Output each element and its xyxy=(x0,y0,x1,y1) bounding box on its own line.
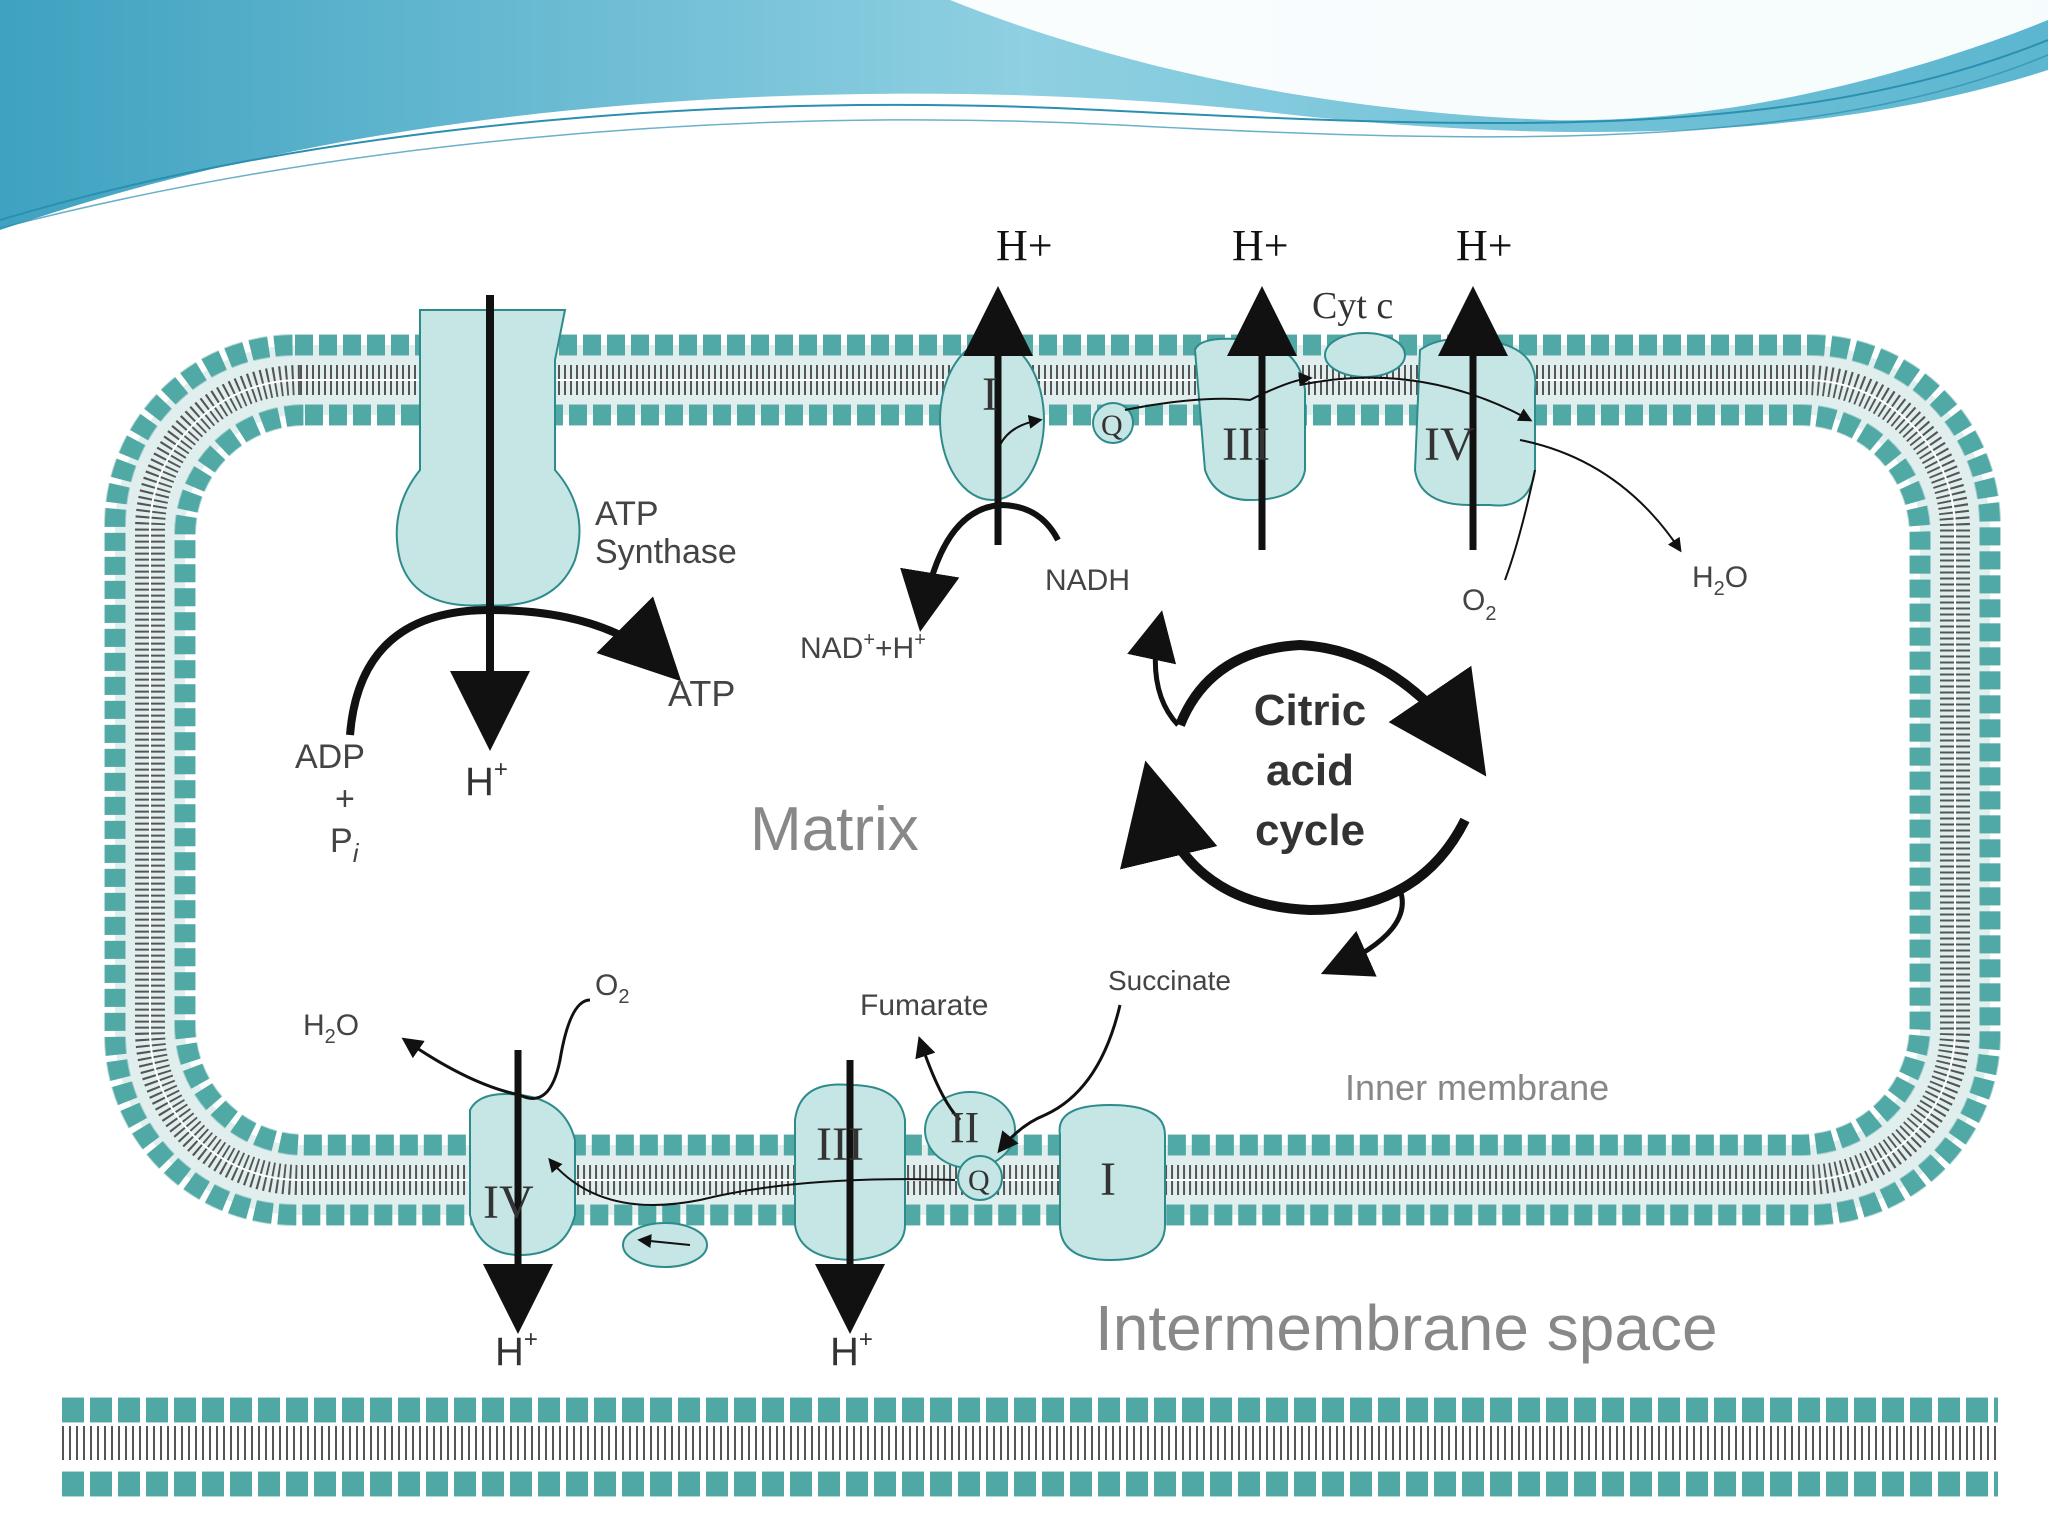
o2-top-label: O2 xyxy=(1462,584,1496,625)
h-plus-bottom-1: H+ xyxy=(495,1326,538,1374)
atp-synthase-label-2: Synthase xyxy=(595,533,737,571)
q-top xyxy=(1092,402,1134,444)
svg-text:H2O: H2O xyxy=(1692,561,1748,600)
matrix-label: Matrix xyxy=(750,795,919,864)
complex-I-top-label: I xyxy=(982,368,998,421)
intermembrane-space-label: Intermembrane space xyxy=(1095,1292,1718,1364)
atp-synthase-label-1: ATP xyxy=(595,495,659,533)
atp-label: ATP xyxy=(668,673,735,714)
inner-membrane xyxy=(104,334,2001,1226)
citric-label-3: cycle xyxy=(1255,806,1365,855)
top-complexes xyxy=(900,286,1682,632)
pi-label: Pi xyxy=(330,822,360,868)
inner-membrane-label: Inner membrane xyxy=(1345,1067,1609,1108)
nad-plus-label: NAD++H+ xyxy=(800,629,926,665)
complex-III-bottom-label: III xyxy=(816,1118,864,1171)
adp-plus: + xyxy=(335,780,355,818)
complex-I-bottom-label: I xyxy=(1100,1153,1116,1206)
top-h-plus-2: H+ xyxy=(1232,221,1289,270)
complex-IV-bottom-label: IV xyxy=(483,1176,534,1229)
o2-bottom-label: O2 xyxy=(595,969,629,1008)
citric-label-1: Citric xyxy=(1254,686,1366,735)
complex-II-bottom-label: II xyxy=(950,1103,979,1152)
outer-membrane xyxy=(62,1397,1998,1497)
top-h-plus-1: H+ xyxy=(996,221,1053,270)
top-h-plus-3: H+ xyxy=(1456,221,1513,270)
svg-text:NAD++H+: NAD++H+ xyxy=(800,629,926,665)
svg-text:H+: H+ xyxy=(465,756,508,804)
h2o-top-label: H2O xyxy=(1692,561,1748,600)
h2o-bottom-label: H2O xyxy=(303,1009,359,1048)
cyt-c-top xyxy=(1324,332,1406,378)
svg-text:H+: H+ xyxy=(495,1326,538,1374)
citric-acid-cycle xyxy=(1120,610,1487,977)
svg-text:H2O: H2O xyxy=(303,1009,359,1048)
h-plus-bottom-2: H+ xyxy=(830,1326,873,1374)
svg-text:H+: H+ xyxy=(830,1326,873,1374)
h-plus-matrix-label: H+ xyxy=(465,756,508,804)
citric-label-2: acid xyxy=(1266,746,1354,795)
atp-synthase xyxy=(346,295,682,751)
fumarate-label: Fumarate xyxy=(860,989,988,1022)
q-bottom xyxy=(957,1155,1003,1201)
diagram-panel xyxy=(62,292,1998,1517)
succinate-label: Succinate xyxy=(1108,965,1231,996)
complex-III-top-label: III xyxy=(1222,418,1270,471)
q-top-label: Q xyxy=(1101,409,1123,442)
nadh-label: NADH xyxy=(1045,564,1130,597)
bottom-complexes xyxy=(401,998,1166,1334)
cyt-c-label: Cyt c xyxy=(1312,285,1393,327)
adp-label: ADP xyxy=(295,738,365,776)
svg-text:O2: O2 xyxy=(1462,584,1496,625)
svg-text:O2: O2 xyxy=(595,969,629,1008)
header-wave xyxy=(0,0,2048,230)
svg-text:Pi: Pi xyxy=(330,822,360,868)
complex-IV-top-label: IV xyxy=(1424,418,1475,471)
q-bottom-label: Q xyxy=(968,1164,990,1197)
